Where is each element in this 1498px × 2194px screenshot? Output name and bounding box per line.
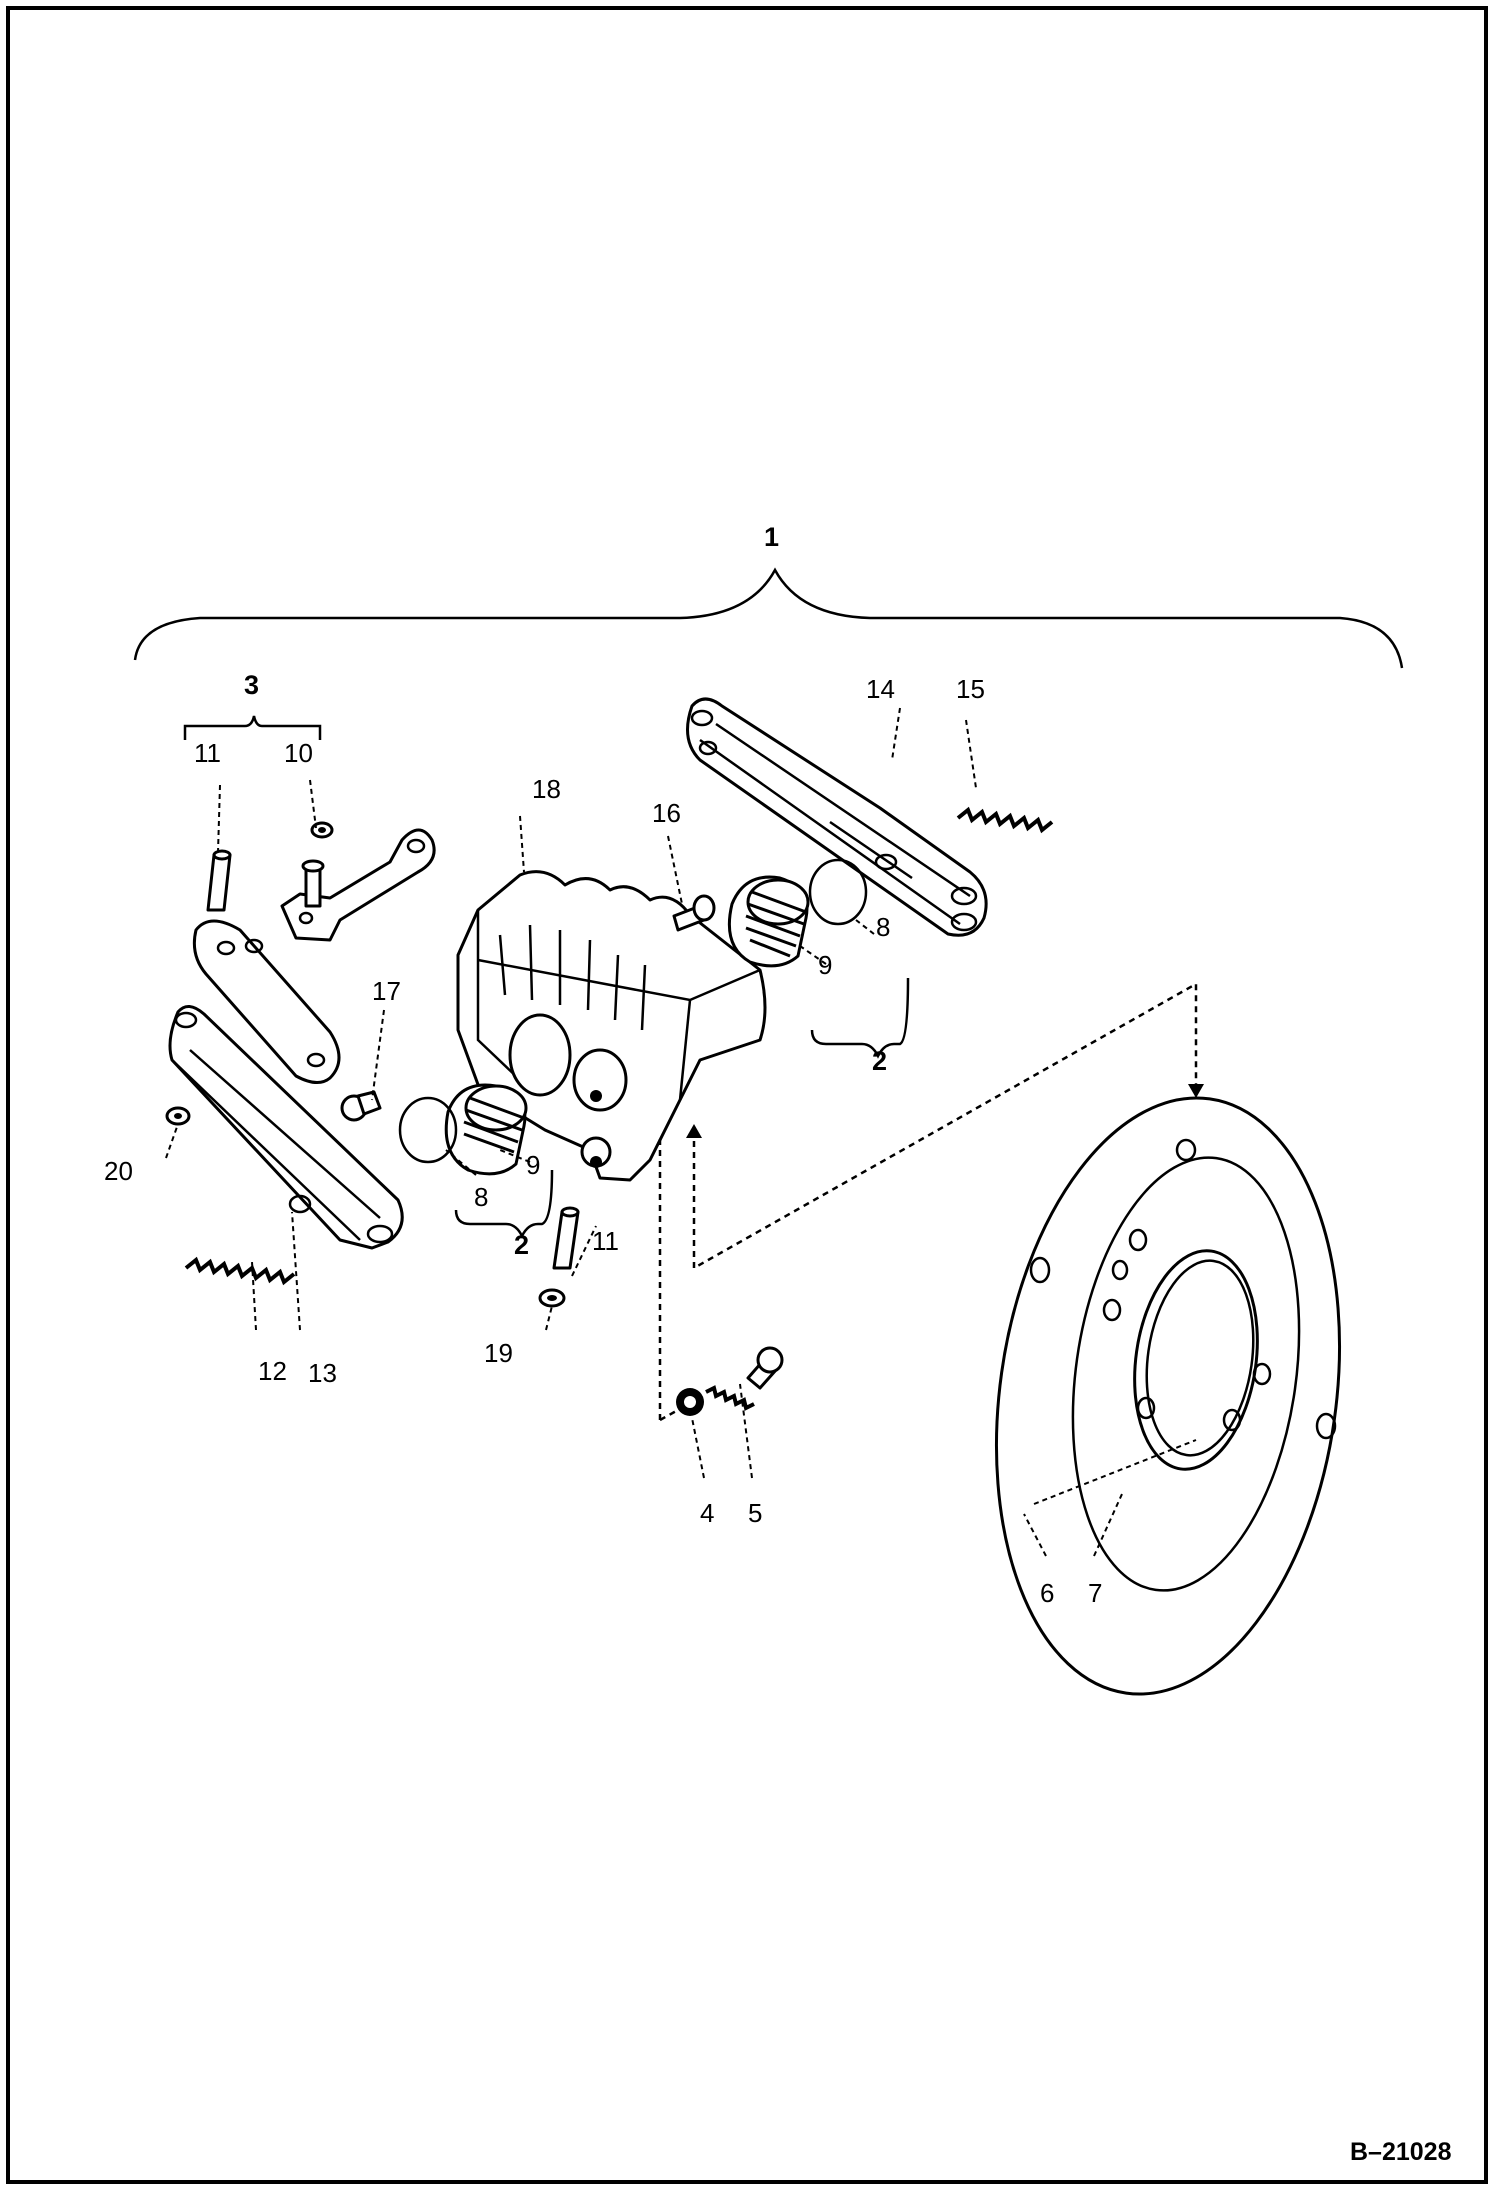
- spring-12: [184, 1256, 296, 1286]
- label-14: 14: [866, 674, 895, 704]
- leader-lines: [165, 707, 1197, 1557]
- drawing-code: B–21028: [1350, 2138, 1452, 2166]
- kit-brace-3: [183, 715, 322, 740]
- kit-brace-2-left: [454, 1169, 554, 1239]
- seal-ring-8-left: [398, 1096, 458, 1164]
- rod-end-clevis: [280, 828, 436, 942]
- assembly-dashed-arrow: [1188, 1084, 1204, 1098]
- label-12: 12: [258, 1356, 287, 1386]
- label-16: 16: [652, 798, 681, 828]
- label-10: 10: [284, 738, 313, 768]
- label-8-left: 8: [474, 1182, 488, 1212]
- label-3: 3: [244, 670, 259, 700]
- bolt-5: [705, 1346, 784, 1411]
- lever-arm-13: [168, 1005, 404, 1250]
- lever-plate: [192, 919, 341, 1084]
- label-6: 6: [1040, 1578, 1054, 1608]
- drawing-frame: [6, 6, 1488, 2184]
- pin-11-lower: [552, 1206, 580, 1270]
- brake-disc: [994, 1096, 1342, 1696]
- nut-19: [538, 1288, 566, 1308]
- lever-arm-14: [686, 697, 988, 937]
- bolt-16: [672, 894, 716, 932]
- washer-4: [676, 1388, 704, 1416]
- assembly-brace-1: [133, 567, 1404, 669]
- label-9-left: 9: [526, 1150, 540, 1180]
- label-4: 4: [700, 1498, 714, 1528]
- piston-9-right: [727, 875, 810, 968]
- label-18: 18: [532, 774, 561, 804]
- caliper-body: [456, 870, 767, 1182]
- label-9-right: 9: [818, 950, 832, 980]
- piston-9-left: [444, 1083, 528, 1176]
- label-2-left: 2: [514, 1230, 529, 1260]
- assembly-dashed-path: [692, 981, 1198, 1271]
- kit-brace-2-right: [810, 977, 910, 1059]
- label-7: 7: [1088, 1578, 1102, 1608]
- label-17: 17: [372, 976, 401, 1006]
- bolt-dashed-path-2: [659, 1408, 679, 1422]
- seal-ring-8-right: [808, 858, 868, 926]
- label-5: 5: [748, 1498, 762, 1528]
- bolt-17: [340, 1090, 382, 1122]
- spring-15: [956, 806, 1054, 834]
- pin-11-upper: [206, 849, 232, 912]
- label-19: 19: [484, 1338, 513, 1368]
- label-1: 1: [764, 522, 779, 552]
- label-20: 20: [104, 1156, 133, 1186]
- label-13: 13: [308, 1358, 337, 1388]
- label-8-right: 8: [876, 912, 890, 942]
- nut-10: [310, 821, 334, 839]
- label-2-right: 2: [872, 1046, 887, 1076]
- label-11-lower: 11: [592, 1226, 619, 1256]
- bolt-10: [301, 859, 325, 908]
- label-15: 15: [956, 674, 985, 704]
- assembly-dashed-arrow-up: [686, 1124, 702, 1138]
- label-11-upper: 11: [194, 738, 221, 768]
- nut-20: [165, 1106, 191, 1126]
